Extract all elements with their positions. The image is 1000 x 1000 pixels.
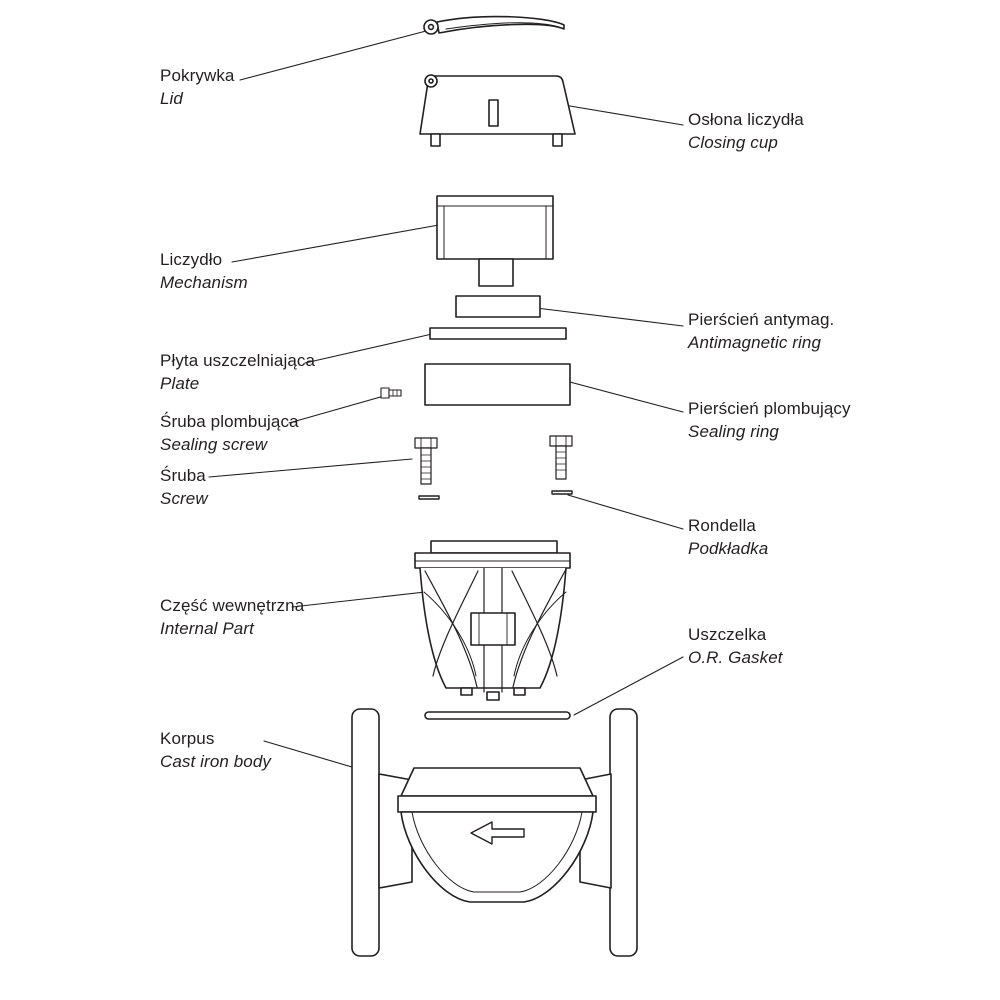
label-antimagnetic-ring-en: Antimagnetic ring (688, 333, 822, 352)
label-mechanism-en: Mechanism (160, 273, 248, 292)
washer-left (418, 495, 440, 500)
label-lid-pl: Pokrywka (160, 66, 235, 85)
closing-cup-hinge-pin (428, 78, 434, 84)
label-lid: Pokrywka Lid (160, 64, 235, 110)
body-drawing (351, 708, 638, 957)
label-mechanism: Liczydło Mechanism (160, 248, 248, 294)
closing-cup-leg-left (430, 133, 441, 147)
label-sealing-screw: Śruba plombująca Sealing screw (160, 410, 299, 456)
lid-drawing (423, 15, 565, 35)
label-internal-part-pl: Część wewnętrzna (160, 596, 305, 615)
leader-plate (304, 333, 433, 364)
gasket-drawing (424, 711, 571, 720)
screw-right-drawing (549, 435, 573, 480)
leader-screw (208, 458, 413, 478)
internal-part-drawing (414, 540, 571, 701)
leader-washer (567, 494, 684, 530)
closing-cup-slot (488, 99, 499, 127)
internal-part-vane (512, 570, 566, 688)
internal-part-vane (423, 591, 477, 677)
label-screw: Śruba Screw (160, 464, 208, 510)
antimagnetic-ring-shape (455, 295, 541, 318)
screw-right-shaft (555, 445, 567, 480)
mechanism-drawing (436, 195, 554, 287)
internal-part-vane (424, 570, 478, 688)
leader-sealing-ring (565, 380, 684, 413)
closing-cup-leg-right (552, 133, 563, 147)
internal-part-vane (432, 570, 479, 677)
leader-gasket (573, 656, 684, 716)
plate-drawing (429, 327, 567, 340)
body-flange-right (609, 708, 638, 957)
lid-hinge-pin (427, 23, 435, 31)
lid-edge-line (445, 22, 560, 30)
sealing-ring-shape (424, 363, 571, 406)
internal-part-center-block (470, 612, 516, 646)
body-flange-left (351, 708, 380, 957)
internal-part-bottom-pin (486, 691, 500, 701)
mechanism-neck (478, 258, 514, 287)
screw-left-shaft (420, 447, 432, 485)
label-sealing-ring-pl: Pierścień plombujący (688, 399, 851, 418)
sealing-screw-shaft (388, 389, 402, 397)
label-mechanism-pl: Liczydło (160, 250, 223, 269)
leader-mechanism (231, 219, 468, 263)
label-lid-en: Lid (160, 89, 183, 108)
label-plate-pl: Płyta uszczelniająca (160, 351, 316, 370)
label-gasket: Uszczelka O.R. Gasket (688, 623, 783, 669)
label-sealing-screw-en: Sealing screw (160, 435, 268, 454)
leader-sealing-screw (288, 395, 385, 424)
screw-left-drawing (414, 437, 438, 485)
label-plate-en: Plate (160, 374, 200, 393)
body-top-section (400, 767, 594, 797)
label-closing-cup: Osłona liczydła Closing cup (688, 108, 804, 154)
label-washer: Rondella Podkładka (688, 514, 768, 560)
label-washer-pl: Rondella (688, 516, 756, 535)
label-screw-en: Screw (160, 489, 208, 508)
label-sealing-ring-en: Sealing ring (688, 422, 779, 441)
label-closing-cup-pl: Osłona liczydła (688, 110, 804, 129)
screw-right-head (549, 435, 573, 447)
body-bowl-inner (411, 811, 583, 893)
label-screw-pl: Śruba (160, 466, 206, 485)
label-washer-en: Podkładka (688, 539, 769, 558)
leader-body (263, 740, 363, 771)
label-sealing-ring: Pierścień plombujący Sealing ring (688, 397, 851, 443)
leader-lid (239, 30, 427, 81)
body-bowl-outer (400, 811, 594, 903)
label-plate: Płyta uszczelniająca Plate (160, 349, 315, 395)
label-sealing-screw-pl: Śruba plombująca (160, 412, 299, 431)
leader-antimagnetic-ring (527, 306, 684, 327)
flow-direction-arrow (470, 821, 525, 845)
internal-part-foot-right (513, 687, 526, 696)
sealing-ring-drawing (424, 363, 571, 406)
label-gasket-pl: Uszczelka (688, 625, 767, 644)
screw-left-head (414, 437, 438, 449)
label-body-en: Cast iron body (160, 752, 272, 771)
label-closing-cup-en: Closing cup (688, 133, 778, 152)
internal-part-vane (513, 591, 567, 677)
label-antimagnetic-ring-pl: Pierścień antymag. (688, 310, 835, 329)
lid-shape (436, 15, 565, 34)
internal-part-top-rim (430, 540, 558, 554)
label-internal-part-en: Internal Part (160, 619, 254, 638)
gasket-shape (424, 711, 571, 720)
closing-cup-drawing (419, 74, 576, 147)
sealing-screw-head (380, 387, 390, 399)
label-internal-part: Część wewnętrzna Internal Part (160, 594, 304, 640)
label-antimagnetic-ring: Pierścień antymag. Antimagnetic ring (688, 308, 834, 354)
plate-shape (429, 327, 567, 340)
internal-part-foot-left (460, 687, 473, 696)
washer-right (551, 490, 573, 495)
label-gasket-en: O.R. Gasket (688, 648, 783, 667)
label-body: Korpus Cast iron body (160, 727, 271, 773)
internal-part-vane (511, 570, 558, 677)
antimagnetic-ring-drawing (455, 295, 541, 318)
label-body-pl: Korpus (160, 729, 215, 748)
sealing-screw-drawing (380, 387, 402, 399)
washer-drawing (418, 490, 573, 500)
body-band (397, 795, 597, 813)
